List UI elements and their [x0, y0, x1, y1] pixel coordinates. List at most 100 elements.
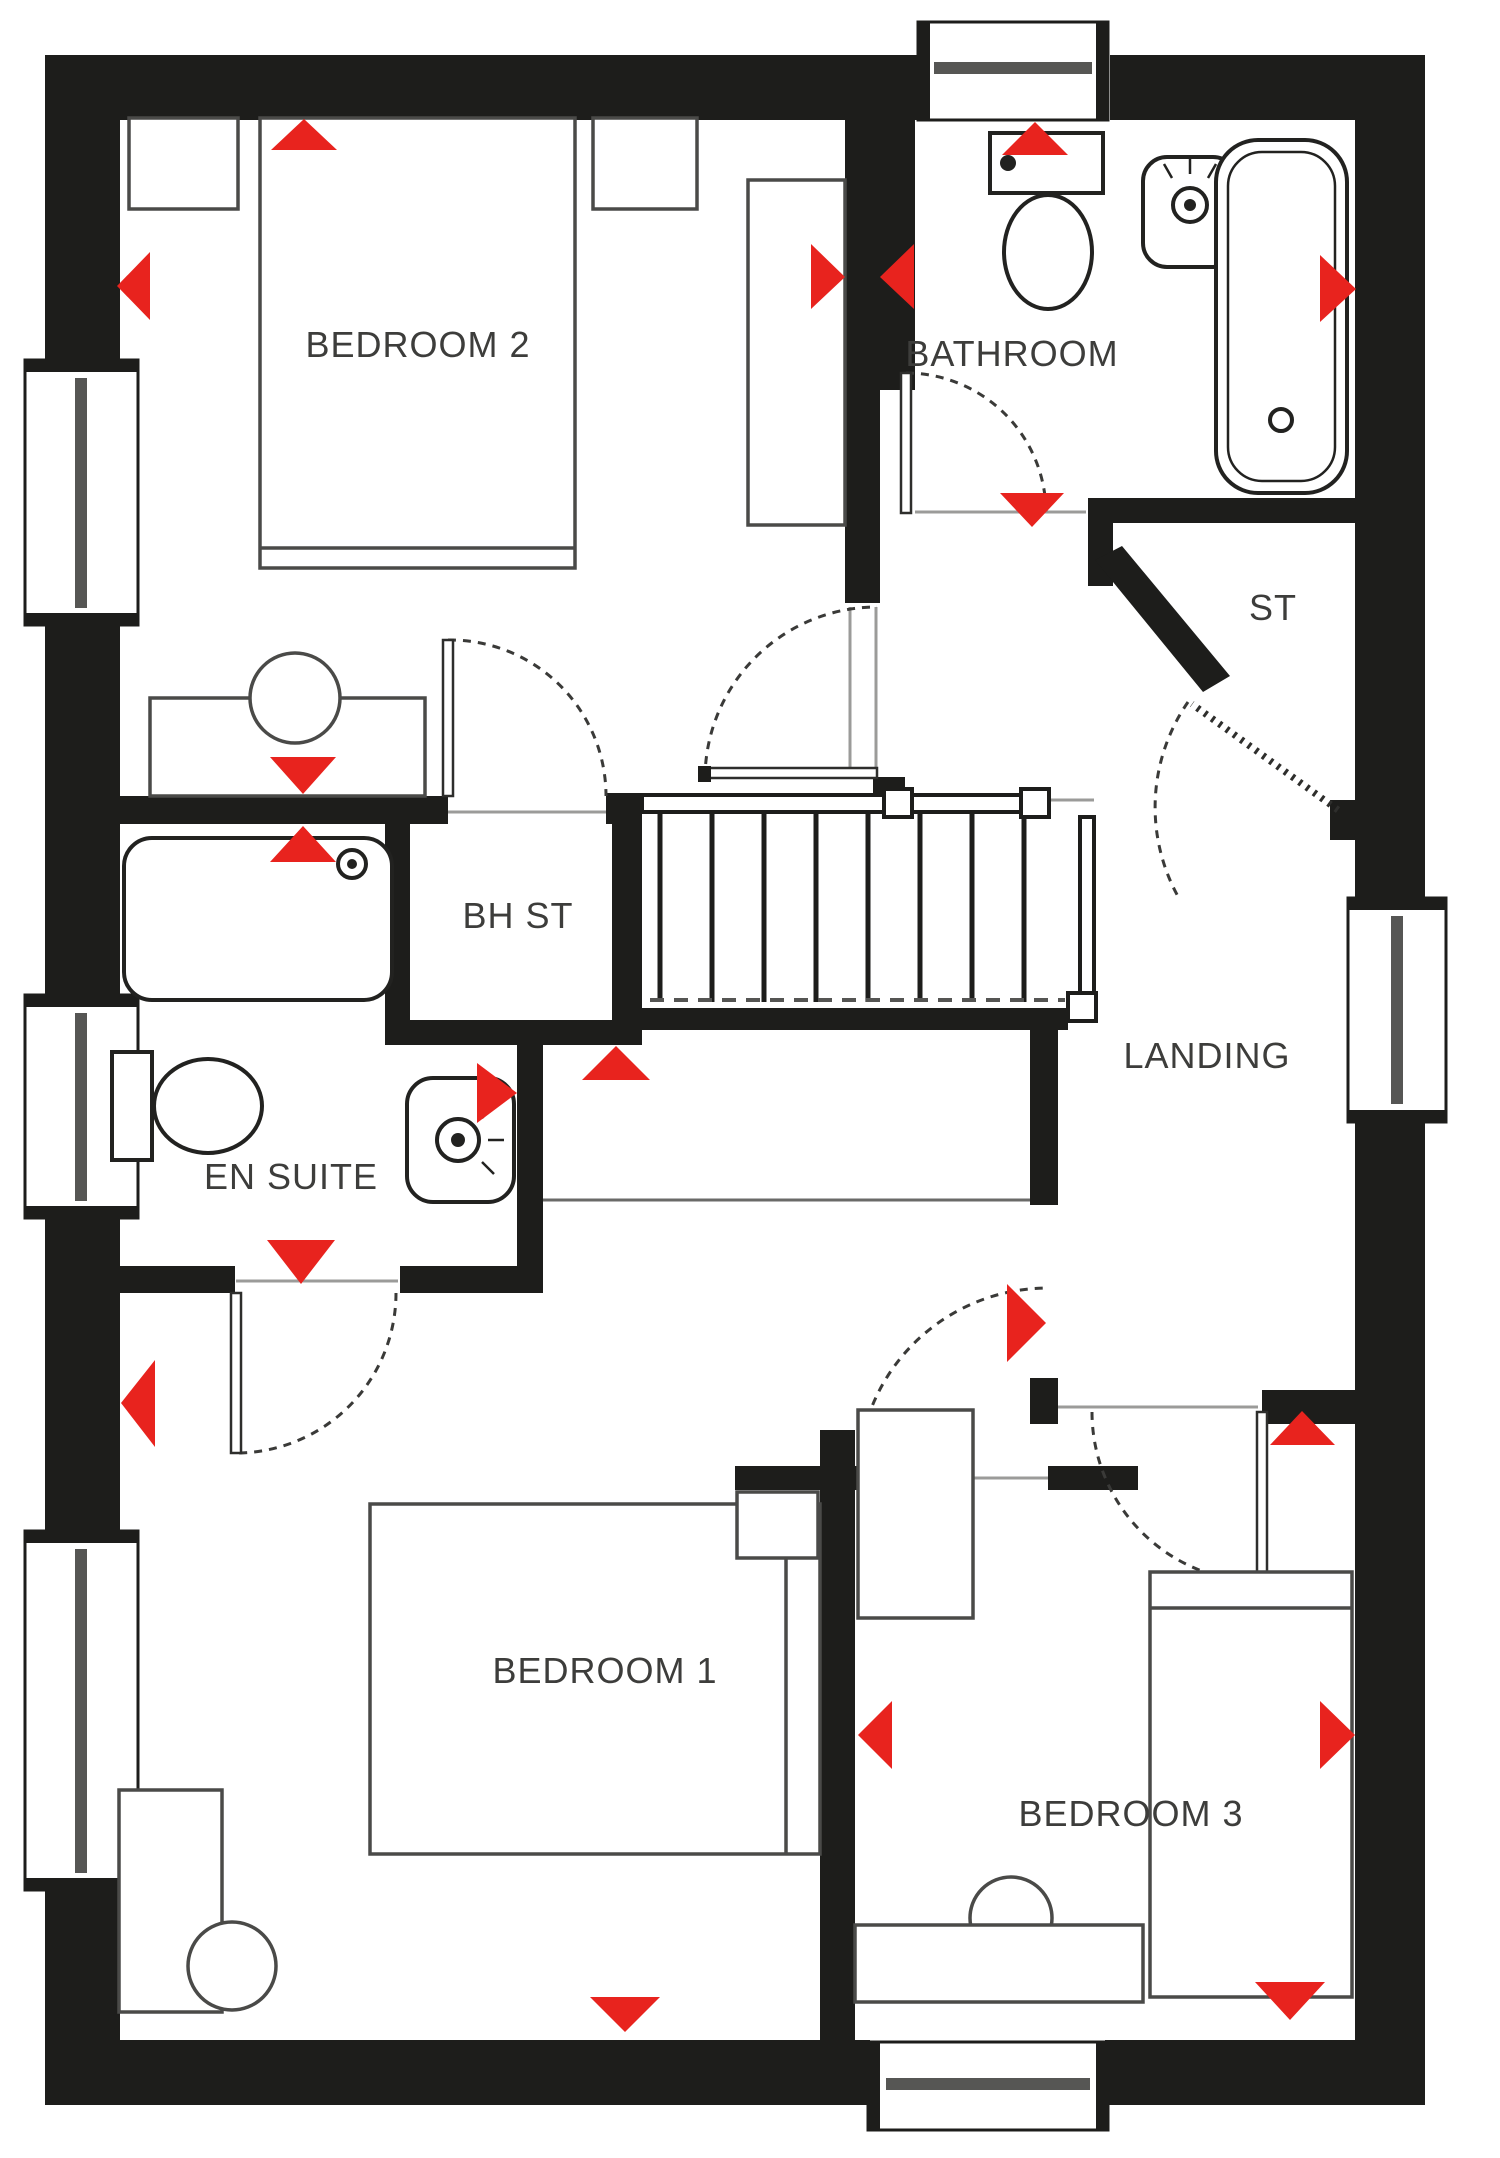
dimension-markers	[117, 119, 1356, 2032]
marker-down-icon	[270, 757, 336, 794]
marker-up-icon	[1270, 1411, 1335, 1445]
wall-bottom-left	[45, 2040, 870, 2105]
ensuite-toilet-cistern	[110, 1050, 154, 1162]
thresholds	[236, 510, 1258, 1480]
label-bh-st: BH ST	[462, 895, 573, 936]
stairs-top-rail	[640, 793, 1037, 814]
marker-right-icon	[1007, 1284, 1046, 1362]
interior-walls	[112, 120, 1362, 2040]
wall-understairs	[1030, 1030, 1058, 1205]
ensuite-door-arc	[235, 1292, 398, 1455]
stairs-bottom-rail	[612, 1008, 1068, 1030]
bed2-wardrobe	[746, 178, 847, 527]
ensuite-sink-drain	[451, 1133, 465, 1147]
marker-up-icon	[270, 826, 336, 862]
stairs-right-rail	[1078, 815, 1096, 1002]
marker-down-icon	[1000, 493, 1064, 527]
bedroom2-door-leaf	[700, 766, 879, 780]
wall-bottom-right	[1105, 2040, 1425, 2105]
staircase	[612, 787, 1098, 1030]
wall-bathroom-south	[1093, 498, 1355, 523]
label-bedroom-1: BEDROOM 1	[492, 1650, 717, 1691]
windows	[23, 20, 1448, 2132]
wall-ensuite-south-left	[112, 1266, 235, 1293]
bed3-desk	[853, 1923, 1145, 2004]
wall-left-1	[45, 55, 120, 360]
stairs-balusters	[657, 812, 1027, 1002]
wall-top-left	[45, 55, 920, 120]
bathroom-door-arc	[905, 371, 1048, 514]
bedroom2-door-tip	[698, 766, 711, 782]
wall-bed2-bathroom-lower	[845, 390, 880, 603]
bed2-stool	[248, 651, 342, 745]
marker-left-icon	[880, 244, 914, 309]
marker-left-icon	[117, 252, 150, 320]
doors	[229, 371, 1341, 1584]
stairs-newel-bottom	[1066, 991, 1098, 1023]
wall-st-door-stub	[1330, 800, 1362, 840]
wall-left-2	[45, 625, 120, 995]
bedroom3-door-leaf	[1255, 1410, 1269, 1584]
stairs-newel-mid	[1019, 787, 1051, 819]
wall-bed1-bed3	[820, 1430, 855, 2040]
st-door-leaf	[1189, 701, 1341, 813]
bathroom-door-leaf	[899, 371, 913, 515]
marker-down-icon	[267, 1240, 335, 1284]
bathtub-drain	[1268, 407, 1294, 433]
marker-left-icon	[858, 1701, 892, 1769]
wall-stairs-west	[612, 793, 642, 1030]
bathroom-toilet-flush	[1000, 155, 1016, 171]
bed2-nightstand-left	[127, 116, 240, 211]
ensuite-toilet-bowl	[152, 1057, 264, 1155]
wall-st-angled	[1095, 546, 1230, 692]
bedroom3-door-arc	[1090, 1411, 1263, 1584]
bed3-bed	[1148, 1570, 1354, 1999]
ensuite-door-leaf	[229, 1291, 243, 1455]
ensuite-shower-tray	[122, 836, 394, 1002]
label-st: ST	[1249, 587, 1297, 628]
marker-right-icon	[811, 244, 845, 309]
bedroom1-door-arc	[856, 1286, 1049, 1479]
bathroom-toilet-bowl	[1002, 193, 1094, 311]
ensuite-shower-control	[336, 848, 368, 880]
bedroom2-window	[23, 358, 140, 627]
bathroom-sink-drain	[1184, 199, 1196, 211]
label-landing: LANDING	[1123, 1035, 1290, 1076]
marker-up-icon	[271, 119, 337, 150]
bathtub-inner	[1226, 150, 1337, 483]
bed2-nightstand-right	[591, 116, 699, 211]
marker-right-icon	[1320, 1701, 1355, 1769]
marker-up-icon	[582, 1046, 650, 1080]
bhst-door-arc	[447, 638, 608, 797]
bed3-wardrobe	[856, 1408, 975, 1620]
bed1-bed	[368, 1502, 822, 1856]
label-bedroom-3: BEDROOM 3	[1018, 1793, 1243, 1834]
bed1-shelf	[735, 1490, 820, 1560]
label-bathroom: BATHROOM	[905, 333, 1118, 374]
bed2-bed	[258, 116, 577, 570]
wall-right-1	[1355, 55, 1425, 900]
wall-left-3	[45, 1218, 120, 1531]
bathtub	[1214, 138, 1349, 495]
marker-up-icon	[1002, 122, 1068, 155]
room-labels: BEDROOM 2 BATHROOM ST BH ST EN SUITE LAN…	[204, 324, 1297, 1834]
stairs-newel-top	[882, 787, 914, 819]
bedroom3-window	[866, 2040, 1110, 2132]
wall-ensuite-south-right	[400, 1266, 543, 1293]
wall-bhst-south	[385, 1020, 642, 1045]
marker-down-icon	[1255, 1982, 1325, 2020]
marker-right-icon	[477, 1063, 517, 1123]
st-door-arc	[1153, 701, 1190, 901]
furniture	[110, 116, 1354, 2014]
bed1-stool	[186, 1920, 278, 2012]
wall-right-2	[1355, 1120, 1425, 2105]
label-en-suite: EN SUITE	[204, 1156, 378, 1197]
ensuite-shower-control-dot	[347, 859, 357, 869]
marker-left-icon	[121, 1360, 155, 1447]
wall-bed3-door-jamb	[1030, 1378, 1058, 1424]
landing-window	[1346, 896, 1448, 1124]
wall-bed1-door-leaf	[1048, 1466, 1138, 1490]
wall-ensuite-east	[517, 1045, 543, 1293]
bedroom2-door-arc	[703, 605, 878, 780]
